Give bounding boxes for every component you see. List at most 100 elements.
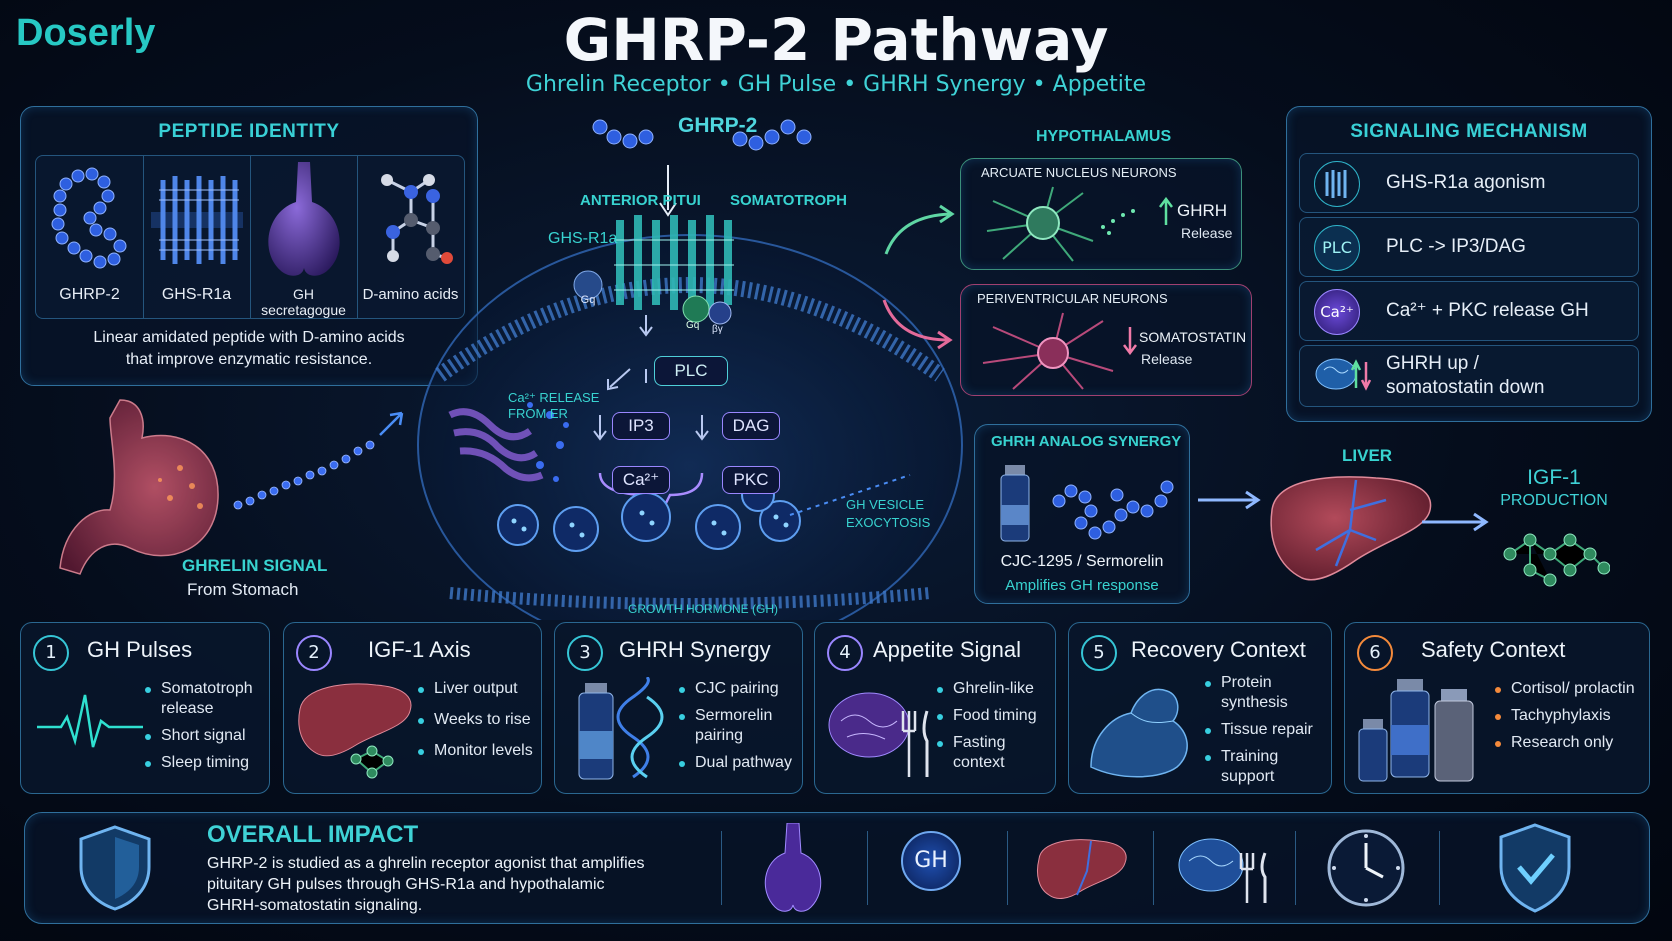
liver-icon [298,683,412,779]
igf-molecule-icon [1503,533,1610,587]
page-subtitle: Ghrelin Receptor • GH Pulse • GHRH Syner… [525,72,1147,97]
impact-text: GHRP-2 is studied as a ghrelin receptor … [207,855,645,914]
ghrelin-signal-label: GHRELIN SIGNAL [182,556,328,575]
brand-logo[interactable]: Doserly [16,12,156,54]
liver-label: LIVER [1342,446,1393,465]
divider [1295,831,1296,905]
hypothalamus-title: HYPOTHALAMUS [1036,128,1172,145]
pituitary-gland-icon [268,162,340,276]
ip3-node[interactable]: IP3 [612,412,670,440]
card-list: CJC pairing Sermorelin pairing Dual path… [679,679,799,780]
synergy-line1: CJC-1295 / Sermorelin [1000,553,1164,570]
card-title: Recovery Context [1131,637,1306,662]
arcuate-neuron-icon [986,186,1135,262]
card-appetite-signal[interactable]: 4 Appetite Signal Ghrelin-like Food timi… [814,622,1056,794]
synergy-title: GHRH ANALOG SYNERGY [991,433,1182,450]
identity-description: Linear amidated peptide with D-amino aci… [93,329,405,368]
periventricular-title: PERIVENTRICULAR NEURONS [977,291,1168,306]
clock-icon [1327,829,1405,907]
card-list: Cortisol/ prolactin Tachyphylaxis Resear… [1495,679,1645,760]
overall-impact-panel: OVERALL IMPACT GHRP-2 is studied as a gh… [24,812,1650,924]
periventricular-neuron-icon [982,312,1114,390]
card-ghrh-synergy[interactable]: 3 GHRH Synergy CJC pairing Sermorelin pa… [554,622,803,794]
mechanism-row-text: PLC -> IP3/DAG [1386,236,1526,257]
card-recovery-context[interactable]: 5 Recovery Context Protein synthesis Tis… [1068,622,1332,794]
arcuate-effect-sub: Release [1181,225,1233,241]
identity-card-ghrp2[interactable]: GHRP-2 [36,156,144,318]
identity-cards: GHRP-2 GHS-R1a GH secretagogue [35,155,465,319]
muscle-arm-icon [1090,688,1188,778]
mechanism-row-text: GHS-R1a agonism [1386,172,1546,193]
mechanism-row-calcium[interactable]: Ca²⁺ Ca²⁺ + PKC release GH [1299,281,1639,341]
card-gh-pulses[interactable]: 1 GH Pulses Somatotroph release Short si… [20,622,270,794]
shield-icon [79,825,151,911]
card-list: Liver output Weeks to rise Monitor level… [418,679,540,768]
shield-check-icon [1499,823,1571,913]
card-title: GHRH Synergy [619,637,771,662]
card-number: 6 [1357,635,1393,671]
divider [867,831,868,905]
ghrelin-signal-sub: From Stomach [187,580,299,599]
gq2-label: Gq [686,320,700,331]
identity-card-secretagogue[interactable]: GH secretagogue [250,156,358,318]
card-number: 3 [567,635,603,671]
pituitary-gland-icon [764,823,822,912]
ghrelin-peptide-trail [233,411,404,510]
synergy-line2: Amplifies GH response [1005,577,1159,594]
up-arrow-icon [1159,197,1173,225]
mechanism-row-agonism[interactable]: GHS-R1a agonism [1299,153,1639,213]
card-title: Safety Context [1421,637,1566,662]
anterior-pituitary-label: ANTERIOR PITUI [580,192,701,209]
calcium-node[interactable]: Ca²⁺ [612,466,670,494]
divider [1439,831,1440,905]
cell-peptide-label: GHRP-2 [678,114,758,137]
arrow-to-liver [1198,490,1261,510]
down-arrow-icon [1123,327,1137,355]
card-title: GH Pulses [87,637,193,662]
identity-card-receptor[interactable]: GHS-R1a [143,156,251,318]
ca-release-label: Ca²⁺ RELEASE FROM ER [508,390,600,421]
identity-card-d-amino[interactable]: D-amino acids [357,156,464,318]
ghrh-analog-synergy-panel: GHRH ANALOG SYNERGY CJC-1295 / Sermoreli… [974,424,1190,604]
divider [721,831,722,905]
card-number: 2 [296,635,332,671]
mechanism-row-ghrh[interactable]: GHRH up / somatostatin down [1299,345,1639,407]
mechanism-row-plc[interactable]: PLC PLC -> IP3/DAG [1299,217,1639,277]
card-safety-context[interactable]: 6 Safety Context Cortisol/ prolactin Tac… [1344,622,1650,794]
molecule-icon [381,174,453,264]
arrow-to-arcuate [884,204,955,255]
arcuate-title: ARCUATE NUCLEUS NEURONS [981,165,1177,180]
peptide-chain-icon [51,167,127,269]
brain-icon [1315,358,1372,391]
impact-title: OVERALL IMPACT [207,821,419,848]
gh-hormone-icon: GH [901,831,961,891]
mechanism-row-text: Ca²⁺ + PKC release GH [1386,300,1589,321]
plc-badge-icon: PLC [1314,225,1360,271]
arrow-to-periventricular [882,299,953,350]
dag-node[interactable]: DAG [722,412,780,440]
card-igf1-axis[interactable]: 2 IGF-1 Axis Liver output Weeks to rise … [283,622,542,794]
vials-icon [1358,679,1474,782]
identity-card-label: GHS-R1a [161,286,232,303]
plc-node[interactable]: PLC [654,356,728,386]
signaling-mechanism-panel: SIGNALING MECHANISM GHS-R1a agonism PLC … [1286,106,1652,422]
card-list: Somatotroph release Short signal Sleep t… [145,679,265,780]
identity-card-label: GHRP-2 [59,286,120,303]
signaling-mechanism-title: SIGNALING MECHANISM [1350,121,1588,142]
card-number: 5 [1081,635,1117,671]
brain-fork-icon [1178,838,1267,903]
somatotroph-label: SOMATOTROPH [730,192,847,209]
receptor-icon [1314,161,1360,207]
pkc-node[interactable]: PKC [722,466,780,494]
liver-icon [1270,476,1432,581]
arcuate-effect: GHRH [1177,201,1228,220]
vial-icon [1000,465,1030,542]
growth-hormone-label: GROWTH HORMONE (GH) [628,602,778,616]
mechanism-row-text: GHRH up / somatostatin down [1386,353,1545,398]
card-list: Protein synthesis Tissue repair Training… [1205,673,1329,794]
periventricular-effect: SOMATOSTATIN [1139,329,1247,345]
igf-label: IGF-1 PRODUCTION [1500,466,1608,509]
card-number: 1 [33,635,69,671]
peptide-identity-title: PEPTIDE IDENTITY [158,121,340,142]
divider [1007,831,1008,905]
